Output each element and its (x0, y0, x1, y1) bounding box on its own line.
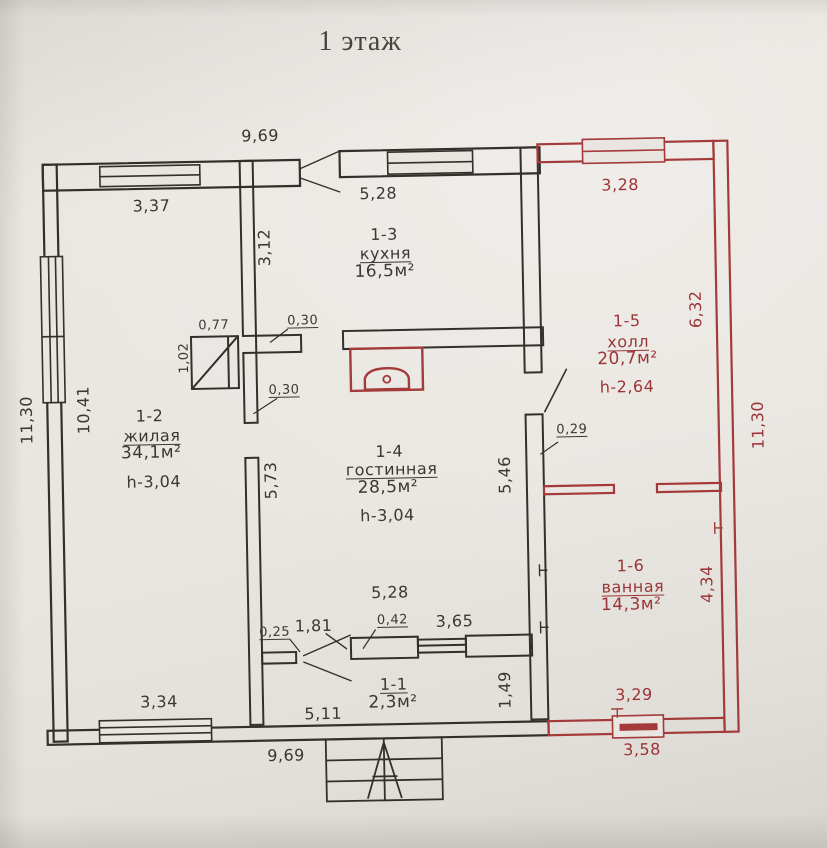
dim-stub-top: 0,30 (287, 313, 319, 329)
entrance-stairs (324, 736, 444, 803)
dim-door-181: 1,81 (294, 615, 333, 636)
kitchen-window (386, 149, 474, 175)
left-wall (41, 163, 69, 743)
dim-pier-025: 0,25 (259, 624, 291, 641)
wall-stub-bottom (261, 651, 298, 665)
room-1-6-id: 1-6 (616, 555, 645, 576)
dim-left-outer: 11,30 (16, 395, 37, 445)
room-1-2-area: 34,1м² (120, 442, 182, 464)
door-swing-hall (543, 368, 568, 413)
vent-shaft (189, 335, 240, 391)
room-1-5-id: 1-5 (612, 310, 641, 331)
dim-window-337: 3,37 (132, 195, 171, 216)
dim-bath-window: 3,58 (622, 739, 661, 760)
kitchen-bottom-wall (341, 326, 545, 351)
dim-bath-height: 4,34 (696, 565, 717, 604)
dim-living-width: 5,28 (370, 582, 409, 603)
bottom-left-window (98, 717, 213, 744)
dim-pier-029: 0,29 (556, 421, 588, 438)
red-walls (536, 139, 740, 737)
right-wall (712, 139, 740, 733)
bath-window (611, 714, 665, 739)
leader-lines (253, 328, 559, 653)
dim-top-width: 9,69 (241, 125, 280, 146)
tick-marks (538, 564, 549, 634)
dim-stub-bottom: 0,30 (268, 382, 300, 399)
hall-bath-partition-right (655, 481, 723, 494)
dim-living-wall: 5,73 (260, 461, 281, 500)
dim-pier-042: 0,42 (376, 612, 409, 628)
interior-walls (238, 146, 550, 726)
room-1-1-area: 2,3м² (368, 691, 418, 713)
left-wall-window (39, 255, 67, 404)
windows (39, 149, 474, 744)
opening-marks (299, 150, 352, 682)
kitchen-top-wall (338, 146, 542, 179)
dim-opening-365: 3,65 (435, 611, 474, 631)
wall-kitchen-hall (519, 146, 543, 374)
dim-shaft-width: 0,77 (198, 317, 230, 334)
room-1-3-area: 16,5м² (354, 260, 416, 282)
dim-left-window: 10,41 (73, 385, 94, 435)
wall-1-1-left-block (349, 635, 420, 660)
wall-1-2-kitchen (238, 159, 257, 338)
room-1-5-height: h-2,64 (599, 376, 655, 397)
dim-hall-height: 6,32 (685, 290, 706, 329)
red-tick-marks (611, 521, 723, 718)
dim-right-wall-546: 5,46 (494, 456, 515, 494)
wall-1-2-lower (244, 456, 265, 726)
dim-width-511: 5,11 (304, 703, 343, 724)
dim-window-334: 3,34 (139, 691, 178, 712)
dim-room11-height: 1,49 (494, 671, 515, 710)
room-1-5-area: 20,7м² (597, 348, 658, 370)
dim-right-outer: 11,30 (747, 400, 768, 450)
room-1-4-height: h-3,04 (359, 505, 415, 526)
room-1-2-id: 1-2 (135, 406, 164, 426)
dim-hall-width: 3,28 (601, 174, 640, 195)
room-1-2-height: h-3,04 (126, 471, 182, 492)
wall-1-1-right-block (464, 633, 534, 658)
room-1-4-id: 1-4 (375, 441, 404, 461)
room-1-6-area: 14,3м² (600, 594, 662, 616)
room-1-3-id: 1-3 (370, 224, 399, 245)
page-title: 1 этаж (318, 26, 402, 57)
wall-stub-top (254, 333, 303, 354)
stairs-arrow (367, 742, 385, 799)
top-left-wall (41, 158, 302, 192)
hall-window (581, 137, 666, 165)
outer-walls (41, 146, 550, 746)
dim-kitchen-width: 5,28 (359, 183, 398, 204)
top-left-window (98, 163, 201, 188)
dim-wall-312: 3,12 (254, 228, 275, 267)
wall-1-2-mid (242, 351, 259, 424)
dim-shaft-height: 1,02 (176, 342, 193, 374)
wall-living-bath (524, 413, 550, 721)
dim-bath-width: 3,29 (614, 684, 653, 705)
stove (349, 346, 425, 393)
dim-bottom-width: 9,69 (267, 745, 306, 766)
hall-bath-partition-left (542, 483, 616, 496)
room-1-4-area: 28,5м² (357, 476, 419, 498)
